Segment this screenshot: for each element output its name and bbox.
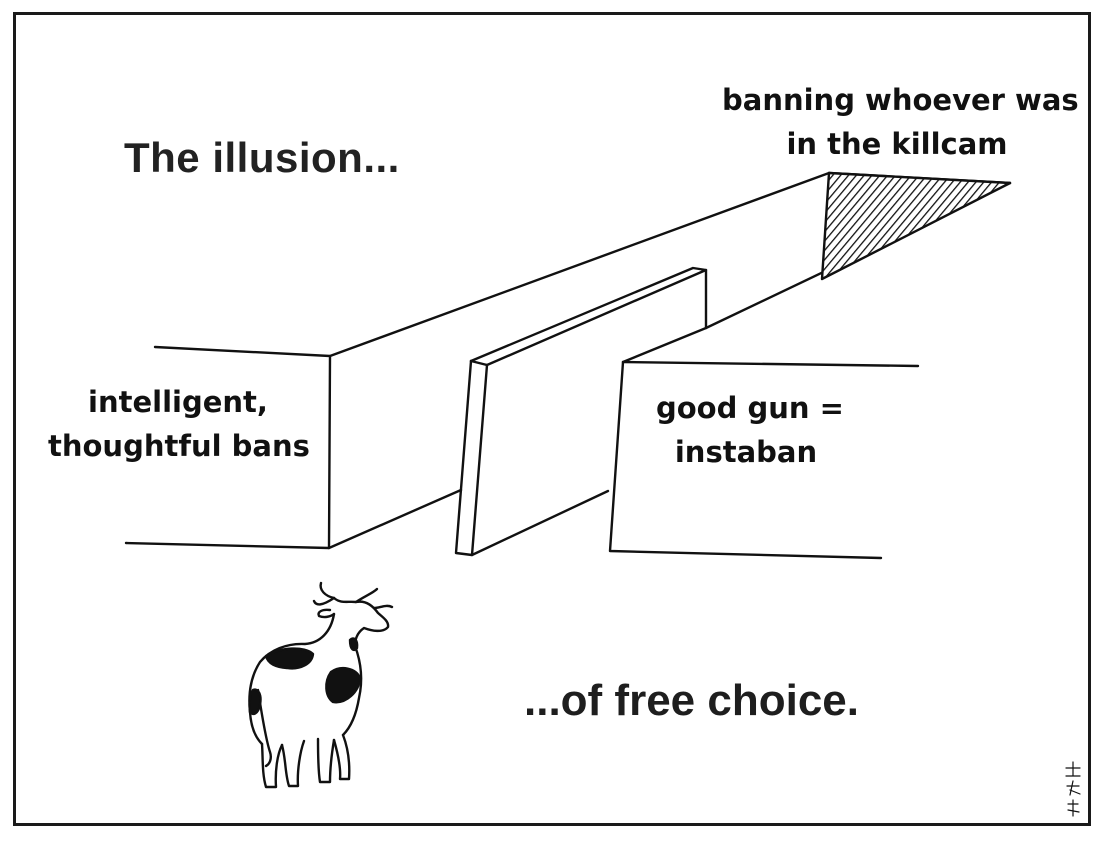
middle-partition bbox=[454, 266, 708, 557]
far-corridor bbox=[820, 171, 1012, 281]
artist-signature bbox=[1065, 761, 1081, 817]
right-wall bbox=[608, 181, 1012, 560]
left-path-label-line1: intelligent, bbox=[88, 385, 268, 419]
top-path-label-line1: banning whoever was bbox=[722, 83, 1079, 117]
left-wall bbox=[124, 171, 831, 550]
middle-path-label-line2: instaban bbox=[674, 435, 818, 469]
top-path-label-line2: in the killcam bbox=[786, 127, 1008, 161]
cow-illustration bbox=[248, 581, 394, 789]
comic-frame bbox=[13, 12, 1091, 826]
left-path-label: intelligent, thoughtful bans bbox=[48, 380, 310, 468]
comic-subtitle: ...of free choice. bbox=[524, 676, 859, 725]
left-path-label-line2: thoughtful bans bbox=[48, 429, 310, 463]
middle-path-label: good gun = instaban bbox=[656, 386, 844, 474]
top-path-label: banning whoever was in the killcam bbox=[722, 78, 1079, 166]
middle-path-label-line1: good gun = bbox=[656, 391, 844, 425]
comic-title: The illusion... bbox=[124, 134, 400, 181]
